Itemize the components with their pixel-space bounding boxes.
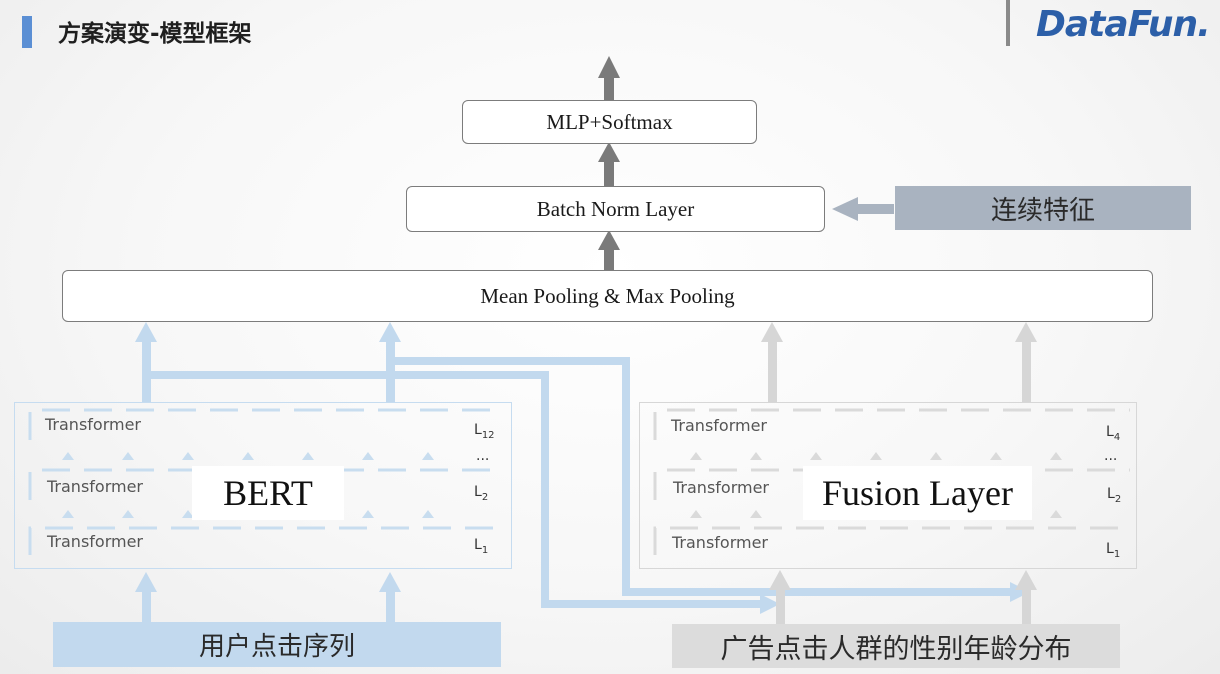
bert-ellipsis: ... <box>476 448 490 464</box>
feature-arrow <box>832 197 894 221</box>
fusion-output-arrows <box>761 322 1037 402</box>
batchnorm-input-arrow <box>598 230 620 270</box>
fusion-small-arrows <box>690 452 1062 518</box>
bert-output-connectors <box>135 322 1030 614</box>
continuous-feature-box: 连续特征 <box>895 186 1191 230</box>
bert-layer-mid-label: Transformer <box>47 477 144 496</box>
bert-layer-bottom-label: Transformer <box>47 532 144 551</box>
fusion-stack <box>639 402 1137 569</box>
output-arrow <box>598 56 620 100</box>
fusion-layer-bottom-label: Transformer <box>672 533 769 552</box>
bert-layer-top-label: Transformer <box>45 415 142 434</box>
bert-input-arrows <box>135 572 401 622</box>
fusion-layer-top-label: Transformer <box>671 416 768 435</box>
bert-layer-top-level: L12 <box>474 422 495 441</box>
audience-gender-age-input: 广告点击人群的性别年龄分布 <box>672 624 1120 668</box>
fusion-ellipsis: ... <box>1104 448 1118 464</box>
bert-layer-mid-level: L2 <box>474 484 489 503</box>
slide-title: 方案演变-模型框架 <box>58 21 252 47</box>
logo-divider <box>1006 0 1010 46</box>
fusion-input-arrows <box>769 570 1037 624</box>
bert-stack <box>14 402 512 569</box>
pooling-box: Mean Pooling & Max Pooling <box>62 270 1153 322</box>
fusion-layer-mid-label: Transformer <box>673 478 770 497</box>
mlp-input-arrow <box>598 142 620 186</box>
fusion-tag: Fusion Layer <box>803 466 1032 520</box>
fusion-layer-mid-level: L2 <box>1107 486 1122 505</box>
fusion-layer-bottom-level: L1 <box>1106 541 1121 560</box>
user-click-sequence-input: 用户点击序列 <box>53 622 501 667</box>
bert-tag: BERT <box>192 466 344 520</box>
title-accent-bar <box>22 16 32 48</box>
mlp-softmax-box: MLP+Softmax <box>462 100 757 144</box>
fusion-layer-top-level: L4 <box>1106 424 1121 443</box>
bert-small-arrows <box>62 452 434 518</box>
datafun-logo: DataFun. <box>1036 4 1211 45</box>
bert-layer-bottom-level: L1 <box>474 537 489 556</box>
batch-norm-box: Batch Norm Layer <box>406 186 825 232</box>
